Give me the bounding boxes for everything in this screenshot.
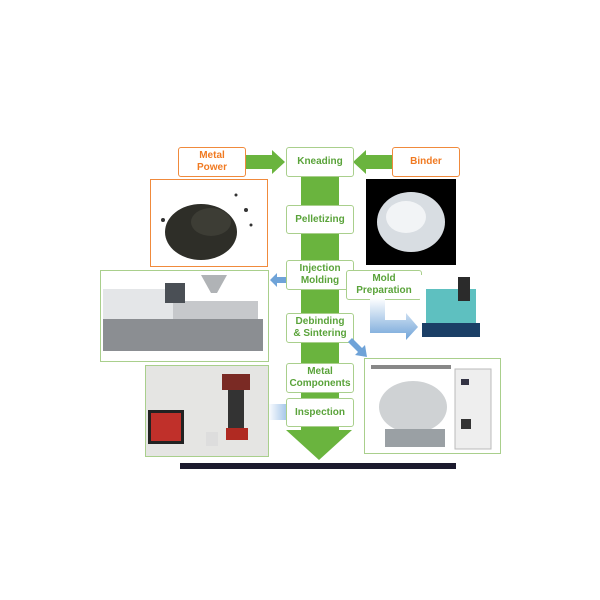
injection-machine [103, 275, 263, 351]
label: Preparation [356, 285, 412, 296]
arrow-metal-to-kneading [246, 150, 285, 174]
arrow-binder-to-kneading [353, 150, 392, 174]
arrow-to-injection-machine [270, 273, 286, 287]
sintering-furnace-image [364, 358, 501, 454]
bottom-bar [180, 463, 456, 469]
step-debinding-sintering: Debinding& Sintering [286, 313, 354, 343]
inspection-station [148, 374, 250, 446]
input-metal-power: Metal Power [178, 147, 246, 177]
label: & Sintering [293, 328, 347, 339]
label: Molding [300, 275, 340, 286]
sintering-furnace [371, 365, 492, 450]
flow-arrow-head [286, 430, 352, 460]
label: Debinding [295, 316, 345, 327]
step-pelletizing: Pelletizing [286, 205, 354, 234]
label: Injection [299, 263, 341, 274]
label: Metal [307, 366, 333, 377]
binder-pellets-image [366, 179, 456, 265]
injection-machine-image [100, 270, 269, 362]
label: Binder [410, 156, 442, 167]
step-kneading: Kneading [286, 147, 354, 177]
metal-powder-image [150, 179, 268, 267]
arrow-mold-to-machine [370, 298, 418, 340]
label: Pelletizing [295, 213, 345, 225]
label: Inspection [294, 406, 345, 418]
metal-powder-pile [161, 193, 253, 260]
arrow-to-inspection-station [268, 404, 286, 420]
mold-machine [422, 277, 480, 337]
label: Kneading [297, 156, 343, 167]
label: Mold [372, 273, 396, 284]
step-inspection: Inspection [286, 398, 354, 427]
input-binder: Binder [392, 147, 460, 177]
inspection-station-image [145, 365, 269, 457]
mold-machine-image [420, 275, 482, 341]
label: Components [289, 378, 351, 389]
binder-pellets [377, 192, 445, 252]
arrow-to-furnace [348, 338, 367, 357]
label: Metal Power [196, 150, 227, 173]
